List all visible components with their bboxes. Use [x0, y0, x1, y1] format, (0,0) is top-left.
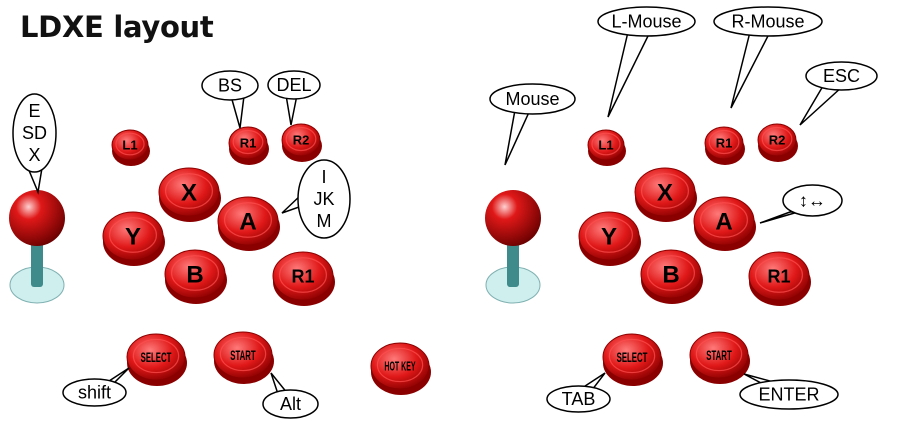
callout-text: Mouse	[505, 89, 559, 109]
callout-text: R-Mouse	[731, 12, 804, 32]
button-label: SELECT	[141, 351, 172, 366]
joystick	[485, 190, 541, 304]
button-label: B	[662, 262, 679, 289]
r1-bottom-button: R1	[272, 251, 335, 306]
callout-text: E	[28, 101, 40, 121]
l1-button: L1	[587, 129, 626, 166]
callout-text: ENTER	[758, 385, 819, 405]
callout-text: TAB	[562, 389, 596, 409]
callout-text: SD	[22, 123, 47, 143]
r2-callout: DEL	[267, 70, 321, 126]
l1-callout: L-Mouse	[597, 6, 696, 118]
callout-text: Alt	[280, 394, 301, 414]
button-label: B	[186, 262, 203, 289]
button-label: X	[181, 180, 197, 207]
r1-callout: BS	[201, 70, 259, 129]
button-label: A	[239, 209, 256, 236]
callout-text: shift	[78, 383, 111, 403]
start-callout: Alt	[262, 372, 319, 419]
callout-text: JK	[313, 189, 334, 209]
joystick-callout: Mouse	[489, 83, 576, 166]
callout-text: I	[321, 167, 326, 187]
r1-top-button: R1	[228, 126, 269, 165]
y-button: Y	[102, 211, 165, 266]
button-label: L1	[598, 138, 613, 153]
x-button: X	[158, 167, 221, 222]
hotkey-button: HOT KEY	[370, 342, 431, 395]
callout-text: M	[317, 211, 332, 231]
callout-text: BS	[218, 76, 242, 96]
r1-bottom-button: R1	[748, 251, 811, 306]
x-button: X	[634, 167, 697, 222]
joystick	[9, 190, 65, 304]
button-label: L1	[122, 138, 137, 153]
r2-button: R2	[281, 123, 322, 162]
callout-text: L-Mouse	[611, 12, 681, 32]
select-callout: shift	[62, 367, 130, 407]
button-label: START	[706, 349, 731, 364]
b-button: B	[164, 249, 227, 304]
button-label: R2	[769, 133, 786, 148]
button-label: SELECT	[617, 351, 648, 366]
a-button: A	[693, 196, 756, 251]
callout-text: ESC	[823, 66, 860, 86]
callout-text: ↕↔	[799, 191, 826, 211]
callout-text: DEL	[276, 75, 311, 95]
button-label: Y	[125, 224, 141, 251]
r1-callout: R-Mouse	[713, 6, 823, 109]
start-button: START	[689, 331, 750, 384]
start-button: START	[213, 331, 274, 384]
select-button: SELECT	[602, 333, 663, 386]
button-label: X	[657, 180, 673, 207]
button-label: R1	[767, 266, 790, 286]
a-callout: ↕↔	[759, 184, 843, 224]
select-callout: TAB	[546, 372, 611, 413]
start-callout: ENTER	[739, 373, 839, 410]
joystick-ball	[9, 190, 65, 246]
button-label: R1	[240, 136, 257, 151]
button-label: A	[715, 209, 732, 236]
button-label: START	[230, 349, 255, 364]
button-label: R2	[293, 133, 310, 148]
b-button: B	[640, 249, 703, 304]
select-button: SELECT	[126, 333, 187, 386]
button-label: R1	[716, 136, 733, 151]
a-button: A	[217, 196, 280, 251]
y-button: Y	[578, 211, 641, 266]
button-label: R1	[291, 266, 314, 286]
r2-button: R2	[757, 123, 798, 162]
callout-text: X	[28, 145, 40, 165]
joystick-ball	[485, 190, 541, 246]
r1-top-button: R1	[704, 126, 745, 165]
button-label: Y	[601, 224, 617, 251]
page-title: LDXE layout	[20, 10, 214, 44]
button-label: HOT KEY	[384, 361, 415, 375]
r2-callout: ESC	[799, 61, 878, 126]
l1-button: L1	[111, 129, 150, 166]
